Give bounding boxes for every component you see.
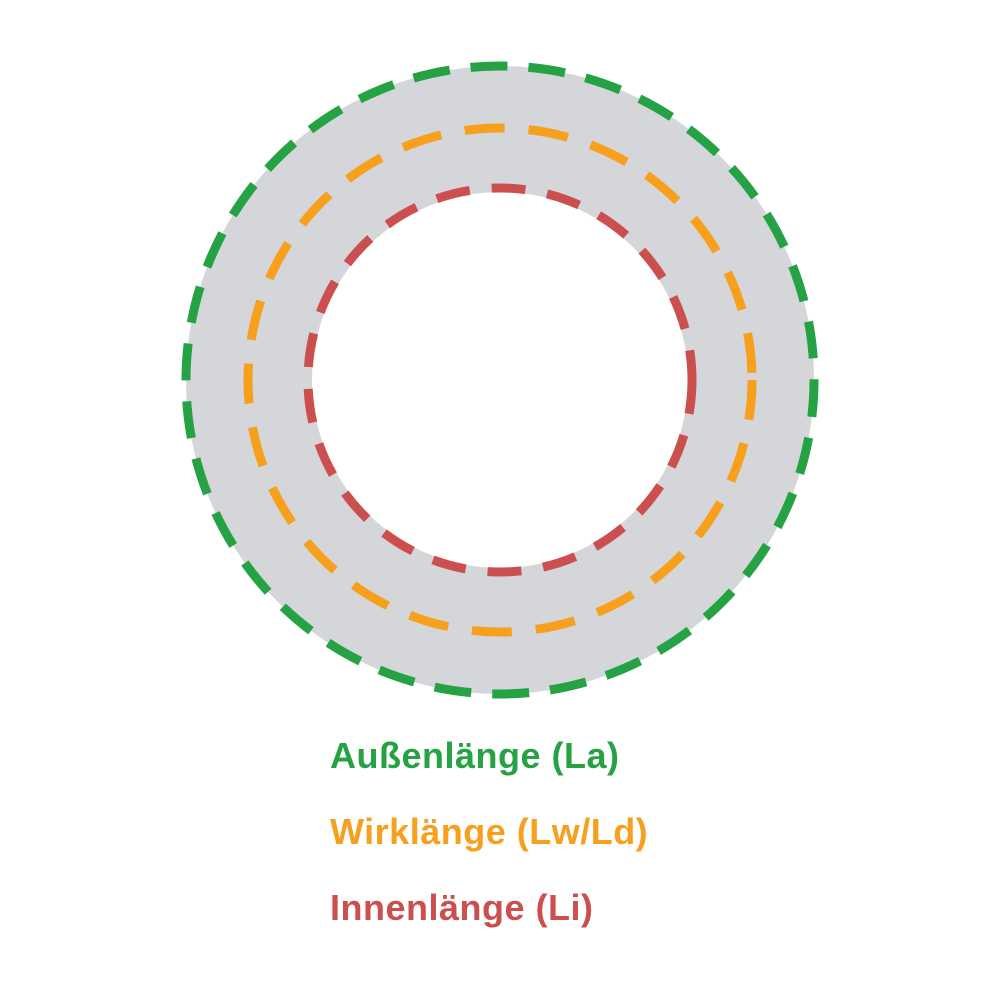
outer-length-circle xyxy=(181,61,819,699)
effective-length-circle xyxy=(243,123,757,637)
outer-length-label: Außenlänge (La) xyxy=(330,735,620,776)
effective-length-label: Wirklänge (Lw/Ld) xyxy=(330,811,649,852)
legend: Außenlänge (La) Wirklänge (Lw/Ld) Innenl… xyxy=(330,738,648,926)
inner-length-label: Innenlänge (Li) xyxy=(330,887,594,928)
belt-length-diagram xyxy=(181,61,819,699)
inner-length-circle xyxy=(303,183,697,577)
